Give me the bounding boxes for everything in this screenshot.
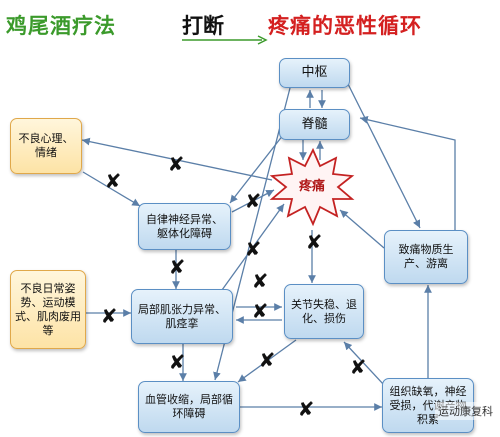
x-mark-icon: ✘ (101, 304, 118, 328)
watermark: 运动康复科 (435, 402, 496, 420)
node-jisui: 脊髓 (279, 109, 350, 140)
edge-algogenic-jisui (359, 115, 456, 230)
edge-tissue-joint (343, 341, 385, 386)
title-cocktail-therapy: 鸡尾酒疗法 (6, 14, 116, 38)
pain-burst-icon (269, 147, 355, 227)
edge-zhongshu-algogenic (345, 79, 421, 229)
edge-joint-vessel (237, 339, 297, 383)
node-zhitong-wuzhi: 致痛物质生产、游离 (384, 230, 468, 284)
x-mark-icon: ✘ (245, 237, 262, 261)
edge-muscle-pain (221, 203, 285, 291)
x-mark-icon: ✘ (169, 255, 186, 279)
edge-jisui-autonomic (229, 129, 288, 204)
node-xueguan: 血管收缩，局部循环障碍 (138, 381, 240, 433)
x-mark-icon: ✘ (350, 355, 367, 379)
node-zhongshu: 中枢 (279, 58, 350, 88)
node-zizhu-shenjing: 自律神经异常、躯体化障碍 (138, 203, 231, 250)
x-mark-icon: ✘ (169, 350, 186, 374)
node-zuzhi-queyang: 组织缺氧，神经受损，代谢产物积累 (382, 378, 474, 433)
edge-autonomic-pain (231, 189, 275, 213)
title-vicious-cycle: 疼痛的恶性循环 (268, 14, 422, 38)
node-buliang-richang: 不良日常姿势、运动模式、肌肉废用等 (10, 270, 86, 349)
diagram-title: 鸡尾酒疗法 打断 疼痛的恶性循环 (0, 4, 500, 42)
node-guanjie: 关节失稳、退化、损伤 (284, 284, 364, 339)
x-mark-icon: ✘ (168, 152, 185, 176)
title-interrupt: 打断 (182, 14, 224, 38)
x-mark-icon: ✘ (245, 189, 262, 213)
x-mark-icon: ✘ (252, 269, 269, 293)
edge-algogenic-pain (339, 209, 385, 249)
x-mark-icon: ✘ (298, 397, 315, 421)
x-mark-icon: ✘ (252, 299, 269, 323)
x-mark-icon: ✘ (259, 348, 276, 372)
x-mark-icon: ✘ (105, 169, 122, 193)
edge-mood-autonomic (82, 171, 141, 207)
node-jubu-jizhangli: 局部肌张力异常、肌痉挛 (131, 289, 233, 344)
node-buliang-xinli: 不良心理、情绪 (10, 118, 82, 174)
x-mark-icon: ✘ (306, 230, 323, 254)
edge-pain-mood (81, 137, 273, 181)
node-tengtong: 疼痛 (298, 179, 325, 194)
